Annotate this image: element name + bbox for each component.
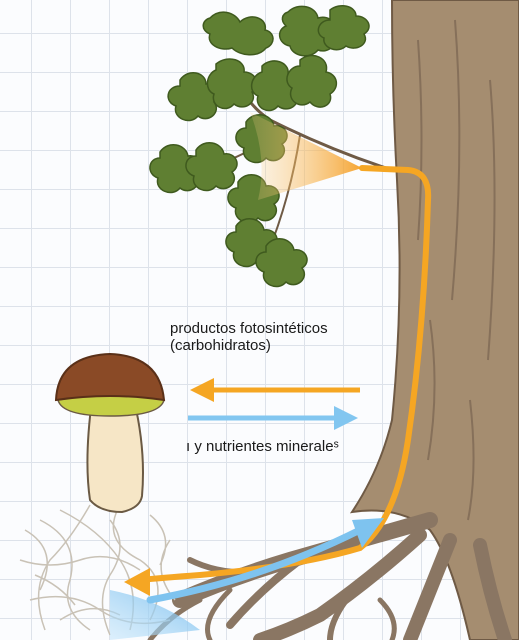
photosynthetic-products-label: productos fotosintéticos (carbohidratos) xyxy=(170,320,328,354)
tree-roots-icon xyxy=(150,520,505,640)
mineral-arrow xyxy=(188,406,358,430)
photosynthetic-label-line2: (carbohidratos) xyxy=(170,337,328,354)
mushroom-icon xyxy=(56,354,164,512)
carbohydrate-arrow xyxy=(190,378,360,402)
photosynthetic-label-line1: productos fotosintéticos xyxy=(170,320,328,337)
mineral-nutrients-label: ı y nutrientes mineraleˢ xyxy=(186,438,339,455)
tree-trunk-icon xyxy=(352,0,519,640)
